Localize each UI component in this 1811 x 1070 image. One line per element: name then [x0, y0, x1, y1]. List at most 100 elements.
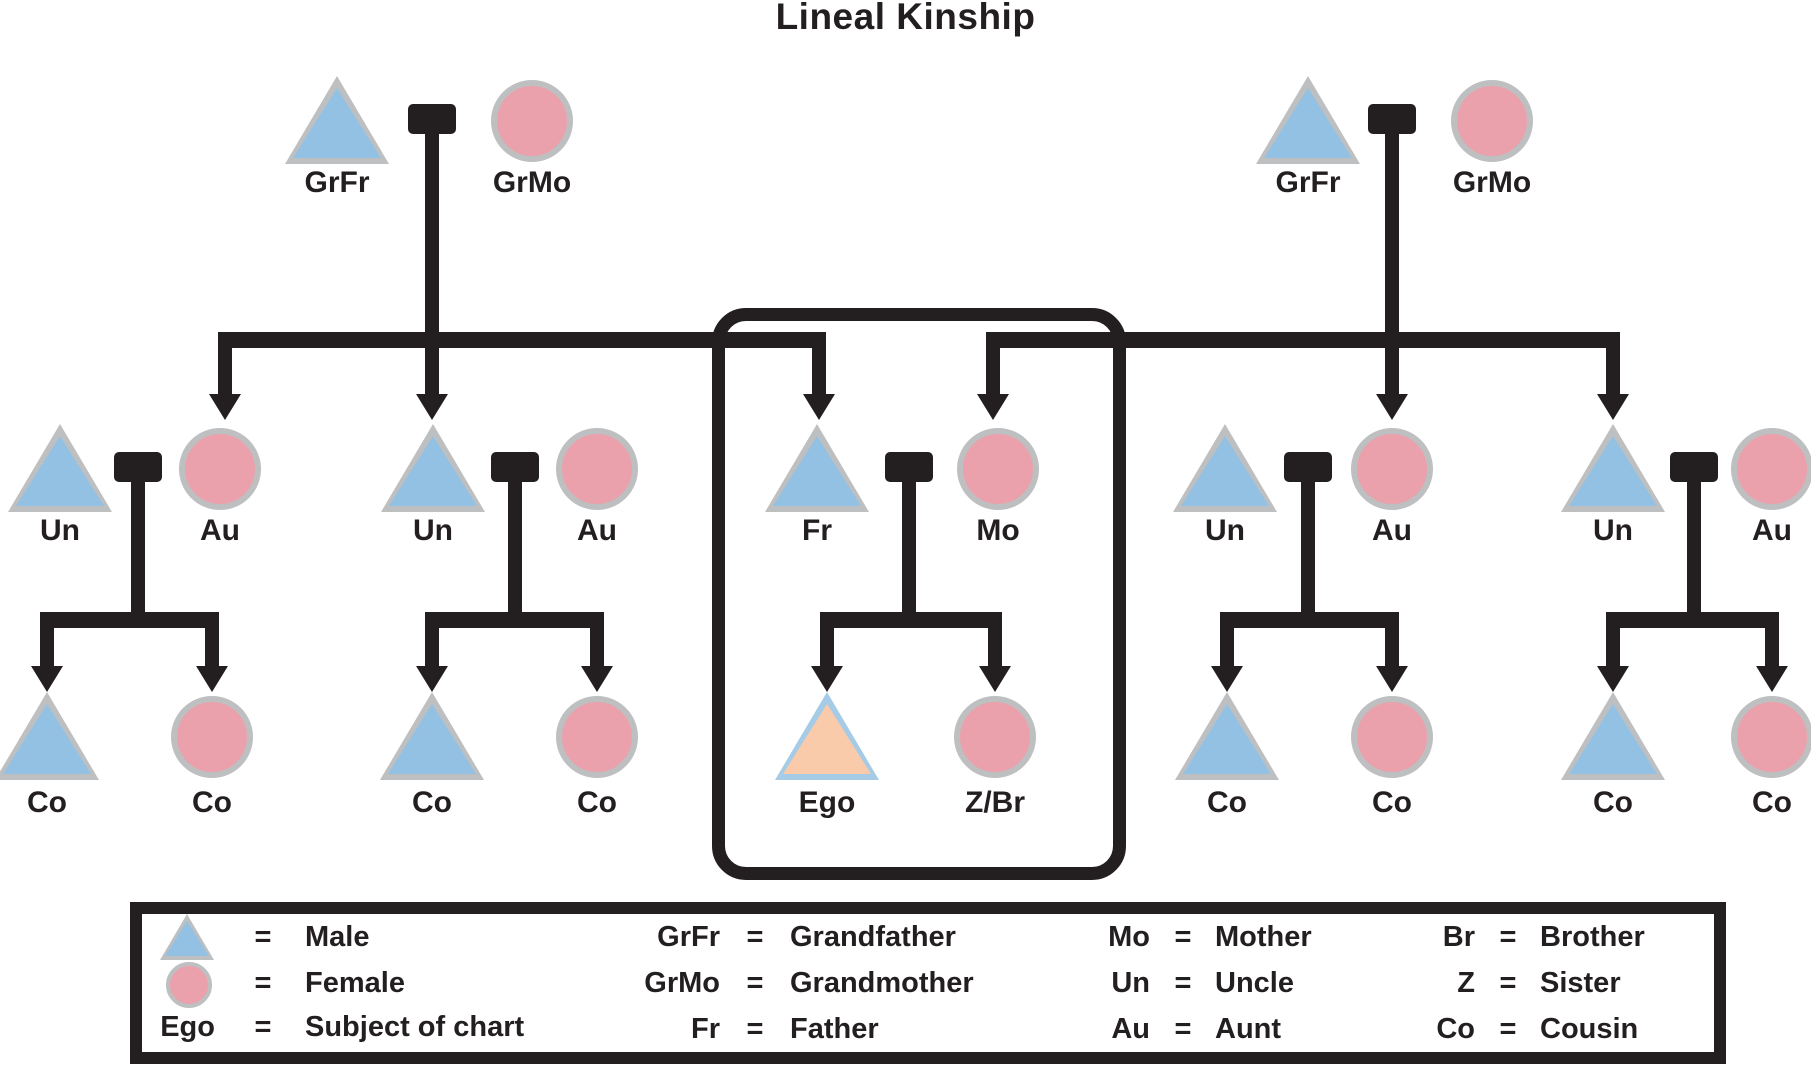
descent-arrowhead: [31, 666, 63, 692]
person-label: GrFr: [1275, 166, 1341, 199]
legend-abbr: Co: [1436, 1013, 1475, 1045]
legend-abbr: Ego: [160, 1011, 215, 1043]
sibling-bar: [1606, 612, 1779, 628]
legend-equals: =: [1174, 967, 1192, 999]
shape-fill: [1264, 88, 1352, 158]
descent-line: [1687, 482, 1701, 614]
uncle-triangle: [1173, 424, 1277, 512]
cousin-triangle: [0, 692, 99, 780]
person-label: Co: [577, 786, 617, 819]
shape-fill: [293, 88, 381, 158]
legend-equals: =: [1499, 967, 1517, 999]
person-label: Au: [200, 514, 240, 547]
legend-abbr: Un: [1111, 967, 1150, 999]
legend-abbr: Mo: [1108, 921, 1150, 953]
legend-equals: =: [746, 967, 764, 999]
descent-line: [1385, 628, 1399, 670]
legend-equals: =: [254, 967, 272, 999]
legend-term: Aunt: [1215, 1013, 1282, 1045]
descent-line: [986, 348, 1000, 396]
descent-line: [218, 348, 232, 396]
descent-arrowhead: [416, 666, 448, 692]
cousin-circle: [171, 696, 253, 778]
descent-arrowhead: [581, 666, 613, 692]
legend-female-circle-icon: [166, 962, 212, 1008]
person-label: Un: [1593, 514, 1633, 547]
person-label: Co: [1207, 786, 1247, 819]
legend-term: Female: [305, 967, 405, 999]
legend-equals: =: [1499, 1013, 1517, 1045]
person-label: Z/Br: [965, 786, 1025, 819]
marriage-sign: [885, 452, 933, 482]
legend-abbr: Z: [1457, 967, 1475, 999]
person-label: Au: [577, 514, 617, 547]
descent-line: [40, 628, 54, 670]
sibling-bar: [218, 332, 826, 348]
legend-term: Cousin: [1540, 1013, 1639, 1045]
uncle-triangle: [1561, 424, 1665, 512]
descent-line: [820, 628, 834, 670]
descent-arrowhead: [1376, 394, 1408, 420]
person-label: Un: [413, 514, 453, 547]
mother-circle: [957, 428, 1039, 510]
aunt-circle: [556, 428, 638, 510]
person-label: Co: [1593, 786, 1633, 819]
person-label: Co: [27, 786, 67, 819]
legend-equals: =: [1174, 921, 1192, 953]
ego-triangle: [775, 692, 879, 780]
grandmother-left-circle: [491, 80, 573, 162]
descent-arrowhead: [1376, 666, 1408, 692]
descent-line: [902, 482, 916, 614]
legend-term: Male: [305, 921, 370, 953]
marriage-sign: [1284, 452, 1332, 482]
father-triangle: [765, 424, 869, 512]
sibling-bar: [425, 612, 604, 628]
descent-arrowhead: [1597, 666, 1629, 692]
sibling-bar: [986, 332, 1620, 348]
person-label: Au: [1752, 514, 1792, 547]
legend-abbr: GrMo: [644, 967, 720, 999]
sibling-circle: [954, 696, 1036, 778]
descent-line: [1606, 628, 1620, 670]
descent-arrowhead: [1211, 666, 1243, 692]
aunt-circle: [1351, 428, 1433, 510]
person-label: Au: [1372, 514, 1412, 547]
person-label: Fr: [802, 514, 832, 547]
descent-line: [425, 134, 439, 348]
aunt-circle: [1731, 428, 1811, 510]
legend-term: Grandmother: [790, 967, 974, 999]
legend-term: Uncle: [1215, 967, 1294, 999]
descent-arrowhead: [1756, 666, 1788, 692]
person-label: GrMo: [492, 166, 572, 199]
legend-equals: =: [746, 1013, 764, 1045]
cousin-triangle: [380, 692, 484, 780]
descent-line: [812, 348, 826, 396]
descent-line: [590, 628, 604, 670]
person-label: Mo: [976, 514, 1020, 547]
descent-line: [131, 482, 145, 614]
grandfather-right-triangle: [1256, 76, 1360, 164]
legend-term: Subject of chart: [305, 1011, 525, 1043]
legend-box: [130, 902, 1726, 1064]
uncle-triangle: [8, 424, 112, 512]
cousin-triangle: [1561, 692, 1665, 780]
legend-term: Grandfather: [790, 921, 956, 953]
person-label: Co: [1752, 786, 1792, 819]
cousin-triangle: [1175, 692, 1279, 780]
uncle-triangle: [381, 424, 485, 512]
legend-term: Sister: [1540, 967, 1621, 999]
legend-term: Mother: [1215, 921, 1312, 953]
descent-line: [205, 628, 219, 670]
marriage-sign: [408, 104, 456, 134]
marriage-sign: [491, 452, 539, 482]
nuclear-family-box: [712, 308, 1126, 880]
person-label: Ego: [798, 786, 856, 819]
legend-abbr: Br: [1442, 921, 1475, 953]
legend-term: Brother: [1540, 921, 1645, 953]
person-label: Co: [1372, 786, 1412, 819]
descent-line: [425, 348, 439, 396]
cousin-circle: [1351, 696, 1433, 778]
descent-line: [1301, 482, 1315, 614]
sibling-bar: [40, 612, 219, 628]
